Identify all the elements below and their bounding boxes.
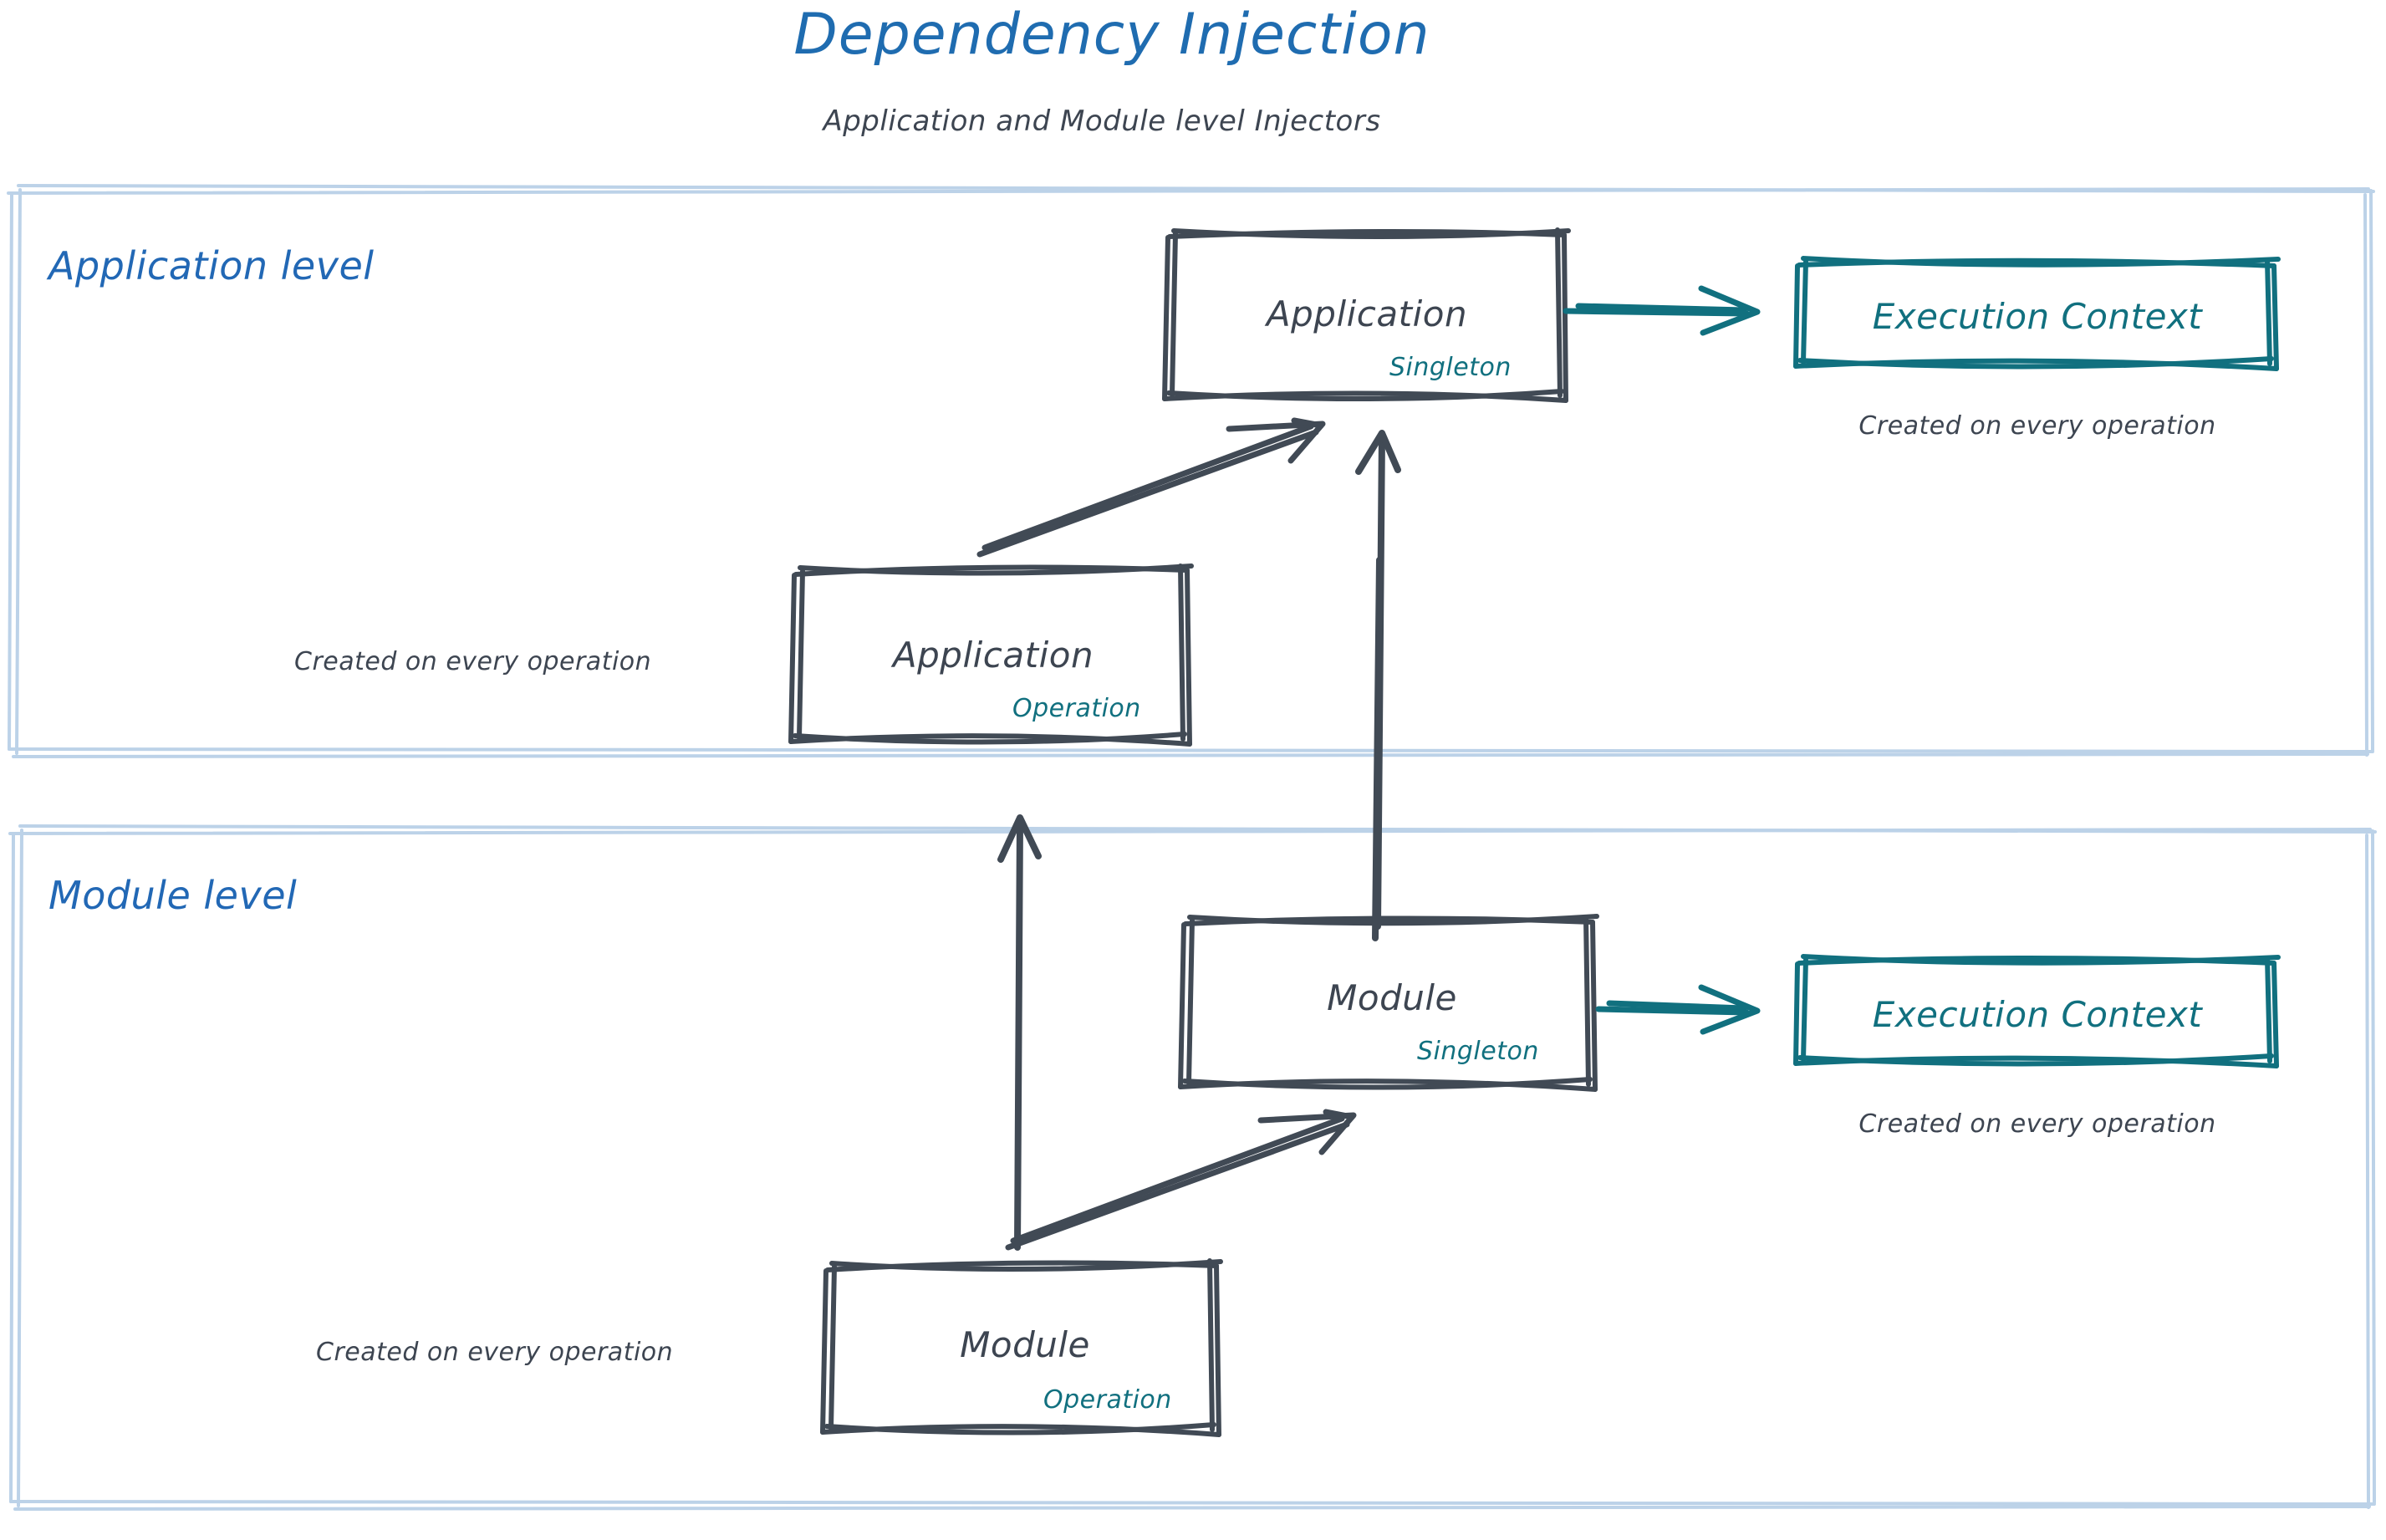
edge-module-singleton-to-exec-context (1595, 984, 1761, 1035)
application-operation-box[interactable] (788, 563, 1194, 747)
edge-app-singleton-to-exec-context (1563, 285, 1761, 336)
note-app-operation: Created on every operation (294, 647, 652, 676)
application-singleton-box[interactable] (1162, 227, 1571, 403)
module-singleton-title: Module (1327, 977, 1457, 1018)
module-singleton-box[interactable] (1178, 914, 1599, 1092)
section-title-module-level: Module level (48, 873, 298, 918)
edge-app-operation-to-app-singleton (976, 417, 1326, 558)
section-title-application-level: Application level (48, 243, 375, 288)
application-execution-context-box[interactable] (1793, 256, 2281, 371)
module-operation-scope: Operation (1043, 1385, 1172, 1415)
page-title: Dependency Injection (793, 2, 1430, 68)
application-singleton-scope: Singleton (1389, 353, 1512, 382)
module-execution-context-box[interactable] (1793, 954, 2281, 1068)
application-level-container (7, 184, 2375, 758)
note-app-exec-context: Created on every operation (1858, 411, 2216, 441)
note-module-exec-context: Created on every operation (1858, 1109, 2216, 1139)
edge-module-operation-to-app-level (997, 814, 1042, 1251)
module-operation-box[interactable] (820, 1258, 1223, 1437)
application-operation-scope: Operation (1012, 694, 1141, 723)
application-singleton-title: Application (1266, 293, 1468, 334)
page-subtitle: Application and Module level Injectors (823, 105, 1381, 138)
edge-module-singleton-to-app-singleton (1355, 430, 1401, 941)
module-execution-context-title: Execution Context (1872, 994, 2203, 1035)
note-module-operation: Created on every operation (316, 1338, 674, 1367)
module-level-container (8, 824, 2377, 1511)
module-singleton-scope: Singleton (1417, 1037, 1539, 1066)
module-operation-title: Module (960, 1324, 1090, 1365)
application-execution-context-title: Execution Context (1872, 296, 2203, 337)
application-operation-title: Application (892, 635, 1094, 676)
edge-module-operation-to-module-singleton (1005, 1109, 1357, 1251)
